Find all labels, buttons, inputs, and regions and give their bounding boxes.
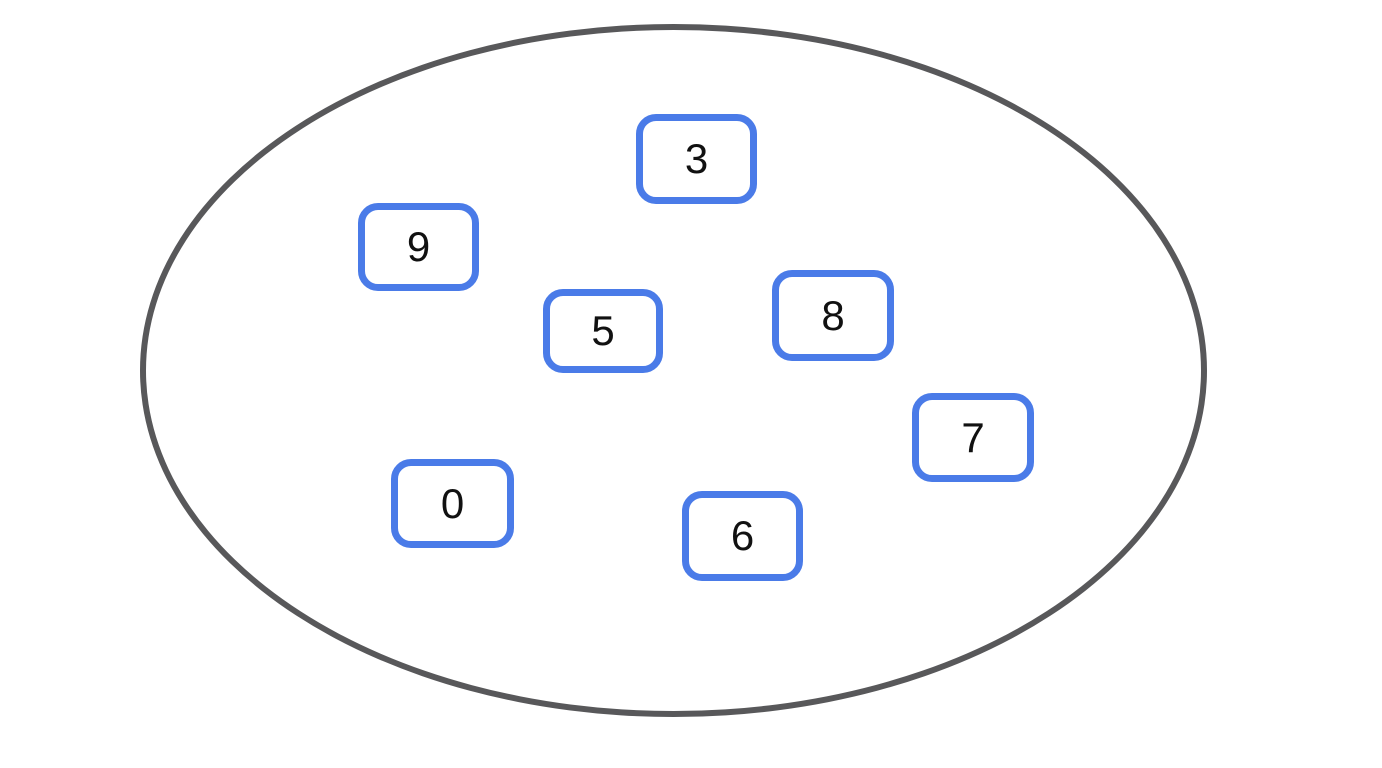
tile-number: 8: [821, 291, 845, 339]
tile-number: 6: [730, 512, 755, 559]
tile-number: 5: [591, 307, 615, 354]
number-tile[interactable]: 0: [391, 459, 514, 548]
number-tile[interactable]: 5: [543, 289, 663, 373]
tile-number: 9: [406, 223, 431, 270]
number-tile[interactable]: 8: [772, 270, 894, 361]
number-tile[interactable]: 9: [358, 203, 479, 291]
tile-number: 3: [684, 135, 709, 182]
number-tile[interactable]: 7: [912, 393, 1034, 482]
number-tile[interactable]: 6: [682, 491, 803, 581]
set-ellipse: [140, 24, 1207, 717]
tile-number: 0: [440, 479, 465, 527]
tile-number: 7: [961, 413, 985, 461]
number-tile[interactable]: 3: [636, 114, 757, 204]
